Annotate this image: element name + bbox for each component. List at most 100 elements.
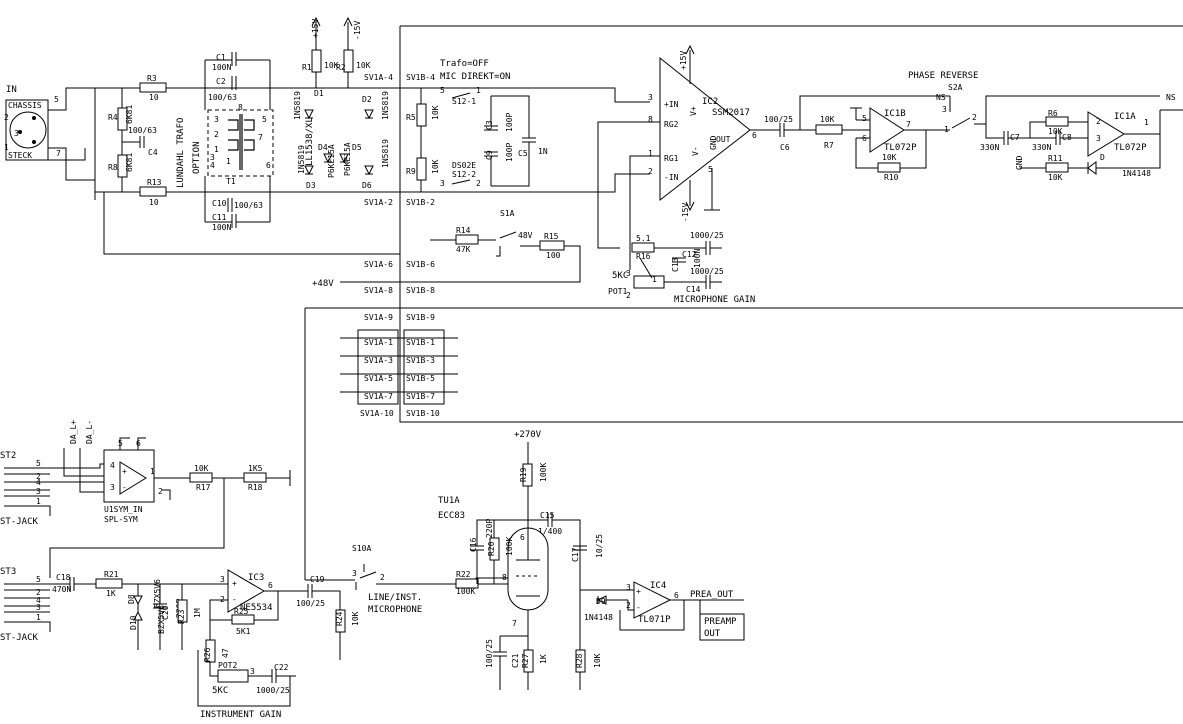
svg-text:1: 1: [226, 157, 231, 166]
svg-text:RG2: RG2: [664, 120, 679, 129]
svg-text:3: 3: [214, 115, 219, 124]
svg-text:-15V: -15V: [681, 203, 690, 222]
svg-text:3: 3: [220, 575, 225, 584]
svg-text:3: 3: [352, 569, 357, 578]
svg-text:1M: 1M: [193, 608, 202, 618]
svg-text:C2: C2: [216, 77, 226, 86]
svg-text:5: 5: [708, 165, 713, 174]
svg-text:3: 3: [36, 487, 41, 496]
svg-text:6: 6: [752, 131, 757, 140]
svg-text:SV1A-10: SV1A-10: [360, 409, 394, 418]
svg-text:C15: C15: [540, 511, 555, 520]
svg-text:100/25: 100/25: [764, 115, 793, 124]
svg-text:2: 2: [1096, 117, 1101, 126]
svg-text:C14: C14: [686, 285, 701, 294]
resistor-r17: [189, 472, 213, 483]
xlr-stecker: STECK: [8, 151, 32, 160]
svg-text:6K81: 6K81: [125, 153, 134, 172]
instrument-gain-label: INSTRUMENT GAIN: [200, 710, 281, 720]
svg-text:100N: 100N: [212, 63, 231, 72]
svg-text:6: 6: [674, 591, 679, 600]
svg-text:100K: 100K: [539, 463, 548, 482]
prea-out-net: PREA_OUT: [690, 590, 734, 600]
svg-text:1N5819: 1N5819: [293, 91, 302, 120]
svg-text:10K: 10K: [194, 464, 209, 473]
svg-text:SV1A-3: SV1A-3: [364, 356, 393, 365]
svg-text:DA_L-: DA_L-: [85, 420, 94, 444]
diode-d2: [364, 109, 374, 120]
ic2-opamp: [659, 56, 751, 202]
svg-text:R24: R24: [335, 611, 344, 626]
svg-text:V+: V+: [689, 106, 698, 116]
svg-text:-: -: [636, 603, 641, 612]
svg-text:2: 2: [648, 167, 653, 176]
svg-text:5.1: 5.1: [636, 234, 651, 243]
svg-text:3: 3: [942, 105, 947, 114]
resistor-r10: [877, 162, 901, 173]
svg-text:ST3: ST3: [0, 567, 16, 577]
svg-text:SV1A-4: SV1A-4: [364, 73, 393, 82]
svg-text:R27: R27: [521, 653, 530, 668]
svg-text:3: 3: [648, 93, 653, 102]
svg-text:+: +: [122, 467, 127, 476]
pot1: [633, 275, 665, 289]
svg-text:DS02E: DS02E: [452, 161, 476, 170]
svg-text:+IN: +IN: [664, 100, 679, 109]
svg-text:R5: R5: [406, 113, 416, 122]
svg-text:2: 2: [972, 113, 977, 122]
trafo-frame: [207, 109, 274, 177]
resistor-r15: [539, 240, 565, 251]
svg-text:5: 5: [262, 115, 267, 124]
svg-text:1N4148: 1N4148: [1122, 169, 1151, 178]
preamp-out-box: [699, 613, 745, 641]
svg-text:+: +: [232, 579, 237, 588]
svg-text:BZX5V6: BZX5V6: [157, 605, 166, 634]
svg-text:SV1B-10: SV1B-10: [406, 409, 440, 418]
svg-text:OUT: OUT: [704, 629, 721, 639]
xlr-pin-2: 2: [4, 113, 9, 122]
u1sym-part: SPL-SYM: [104, 515, 138, 524]
svg-text:7: 7: [512, 619, 517, 628]
svg-text:GND: GND: [1015, 155, 1024, 170]
trafo-section: R3 10 R13 10 R4 6K81 R8 6K81 100/63 C4 L…: [94, 52, 400, 232]
svg-text:47: 47: [221, 648, 230, 658]
ic3-part: NE5534: [240, 603, 273, 613]
svg-text:C16: C16: [469, 537, 478, 552]
svg-text:S12-1: S12-1: [452, 97, 476, 106]
svg-text:10: 10: [149, 198, 159, 207]
svg-text:2: 2: [476, 179, 481, 188]
svg-text:1N: 1N: [538, 147, 548, 156]
ic4-opamp: [633, 581, 672, 619]
tube-section: +270V R19 100K C15 1/400 TU1A ECC83 6 8 …: [438, 430, 745, 690]
svg-text:R15: R15: [544, 232, 559, 241]
svg-text:SV1B-4: SV1B-4: [406, 73, 435, 82]
svg-text:GND: GND: [709, 135, 718, 150]
svg-text:ST-JACK: ST-JACK: [0, 633, 39, 643]
svg-text:1: 1: [944, 125, 949, 134]
svg-text:100/63: 100/63: [208, 93, 237, 102]
svg-text:S12-2: S12-2: [452, 170, 476, 179]
mic-direkt-note: MIC DIREKT=ON: [440, 72, 510, 82]
svg-text:10: 10: [149, 93, 159, 102]
svg-text:7: 7: [906, 120, 911, 129]
ic4-part: TL071P: [638, 615, 671, 625]
svg-text:5K1: 5K1: [236, 627, 251, 636]
ic1b-opamp: [869, 107, 905, 153]
svg-text:SV1B-1: SV1B-1: [406, 338, 435, 347]
ic3-opamp: [227, 569, 265, 613]
diode-d4: [323, 153, 333, 164]
pot2-value: 5KC: [212, 686, 228, 696]
svg-text:-: -: [122, 483, 127, 492]
resistor-r3: [139, 82, 167, 93]
svg-text:R4: R4: [108, 113, 118, 122]
svg-text:D1: D1: [314, 89, 324, 98]
svg-text:P6KE15A: P6KE15A: [327, 144, 336, 178]
svg-text:10K: 10K: [820, 115, 835, 124]
svg-text:C11: C11: [212, 213, 227, 222]
svg-text:C5: C5: [518, 149, 528, 158]
svg-text:100N: 100N: [212, 223, 231, 232]
svg-text:DA_L+: DA_L+: [69, 420, 78, 444]
svg-text:D5: D5: [352, 143, 362, 152]
svg-text:100P: 100P: [505, 143, 514, 162]
pot1-name: POT1: [608, 287, 627, 296]
